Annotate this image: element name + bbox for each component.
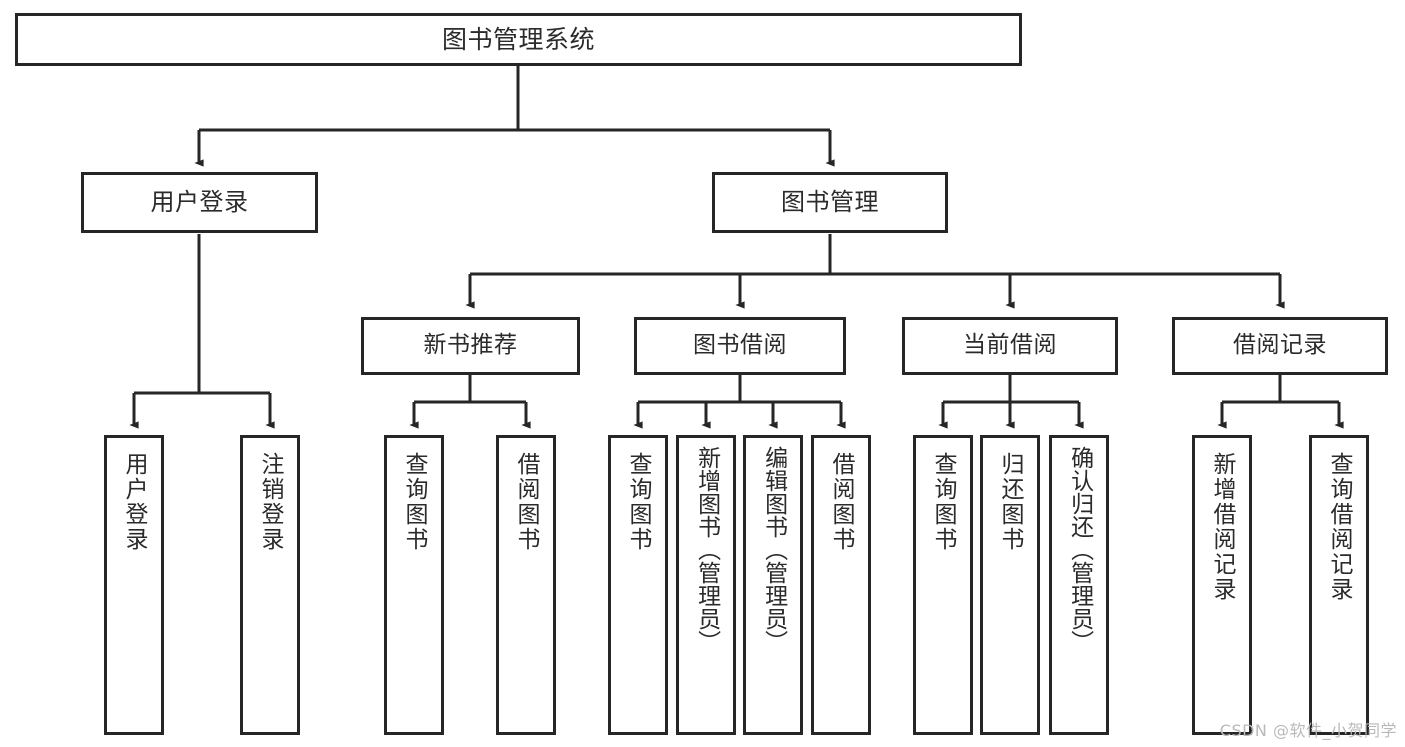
leaf-edit-book-admin[interactable]: 编辑图书（管理员） xyxy=(743,435,803,735)
node-borrow-record[interactable]: 借阅记录 xyxy=(1172,317,1388,375)
node-user-login[interactable]: 用户登录 xyxy=(81,172,318,233)
leaf-add-book-admin[interactable]: 新增图书（管理员） xyxy=(676,435,736,735)
node-book-management[interactable]: 图书管理 xyxy=(712,172,948,233)
node-new-book-recommend[interactable]: 新书推荐 xyxy=(361,317,580,375)
leaf-borrow-book-new[interactable]: 借阅图书 xyxy=(496,435,556,735)
node-label: 用户登录 xyxy=(150,188,249,217)
leaf-logout[interactable]: 注销登录 xyxy=(240,435,300,735)
node-label: 新增借阅记录 xyxy=(1209,452,1236,602)
node-root-system[interactable]: 图书管理系统 xyxy=(15,13,1022,66)
leaf-confirm-return-admin[interactable]: 确认归还（管理员） xyxy=(1049,435,1109,735)
node-label: 注销登录 xyxy=(257,452,284,552)
leaf-query-borrow-record[interactable]: 查询借阅记录 xyxy=(1309,435,1369,735)
node-label: 编辑图书（管理员） xyxy=(760,446,787,653)
node-label: 借阅图书 xyxy=(828,452,855,552)
node-label: 当前借阅 xyxy=(963,332,1057,359)
node-label: 归还图书 xyxy=(997,452,1024,552)
node-label: 查询借阅记录 xyxy=(1326,452,1353,602)
leaf-return-book[interactable]: 归还图书 xyxy=(980,435,1040,735)
leaf-query-book-new[interactable]: 查询图书 xyxy=(384,435,444,735)
node-label: 查询图书 xyxy=(401,452,428,552)
node-label: 图书借阅 xyxy=(693,332,787,359)
leaf-query-book-borrow[interactable]: 查询图书 xyxy=(608,435,668,735)
node-label: 查询图书 xyxy=(930,452,957,552)
node-label: 确认归还（管理员） xyxy=(1066,446,1093,653)
node-label: 图书管理 xyxy=(781,188,879,217)
node-label: 用户登录 xyxy=(121,452,148,552)
node-book-borrow[interactable]: 图书借阅 xyxy=(634,317,846,375)
leaf-query-book-current[interactable]: 查询图书 xyxy=(913,435,973,735)
node-label: 新增图书（管理员） xyxy=(693,446,720,653)
node-label: 查询图书 xyxy=(625,452,652,552)
node-label: 新书推荐 xyxy=(423,332,518,359)
leaf-add-borrow-record[interactable]: 新增借阅记录 xyxy=(1192,435,1252,735)
leaf-user-login[interactable]: 用户登录 xyxy=(104,435,164,735)
node-current-borrow[interactable]: 当前借阅 xyxy=(902,317,1118,375)
node-label: 借阅图书 xyxy=(513,452,540,552)
node-label: 图书管理系统 xyxy=(441,24,595,54)
leaf-borrow-book[interactable]: 借阅图书 xyxy=(811,435,871,735)
node-label: 借阅记录 xyxy=(1233,332,1327,359)
